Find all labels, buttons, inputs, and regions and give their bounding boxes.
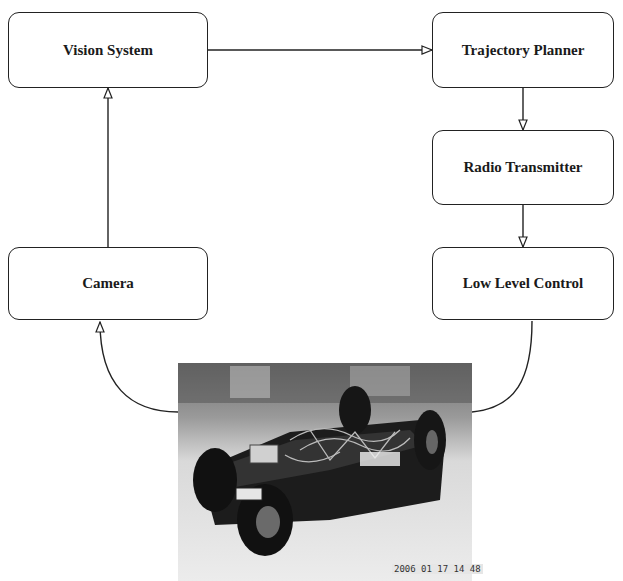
flow-arrow: [107, 88, 108, 247]
process-box: Low Level Control: [432, 247, 614, 320]
process-box: Camera: [8, 247, 208, 320]
box-label: Trajectory Planner: [462, 42, 585, 59]
photo-timestamp: 2006 01 17 14 48: [392, 564, 483, 574]
box-label: Camera: [82, 275, 134, 292]
control-curve: [472, 321, 532, 412]
box-label: Radio Transmitter: [463, 159, 582, 176]
process-box: Trajectory Planner: [432, 12, 614, 88]
flow-arrow: [522, 205, 523, 247]
feedback-curve: [100, 322, 178, 412]
flow-arrow: [522, 88, 523, 130]
process-box: Vision System: [8, 12, 208, 88]
process-box: Radio Transmitter: [432, 130, 614, 205]
box-label: Vision System: [63, 42, 153, 59]
flow-arrow: [208, 49, 432, 50]
photo: [178, 363, 472, 581]
box-label: Low Level Control: [463, 275, 584, 292]
